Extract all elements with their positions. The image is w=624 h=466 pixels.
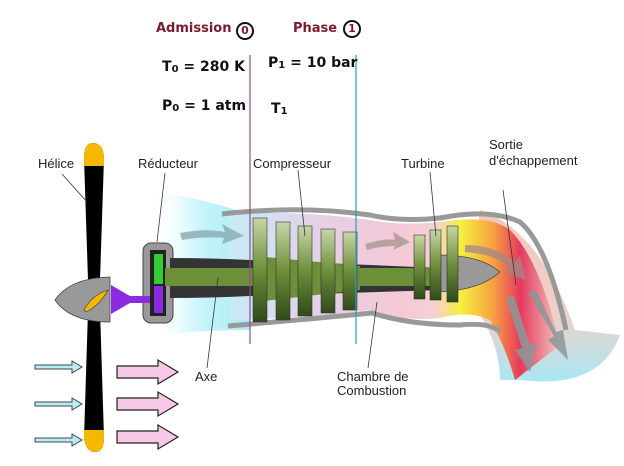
label-compresseur: Compresseur bbox=[253, 156, 332, 171]
casing-top bbox=[221, 207, 569, 331]
exhaust-flow-arrow-down-2 bbox=[528, 290, 568, 360]
leader-sortie bbox=[502, 189, 517, 286]
label-sortie-line1: Sortie bbox=[489, 137, 523, 152]
propeller-tip-top bbox=[84, 143, 104, 166]
phase0-title: Admission bbox=[156, 21, 232, 36]
label-helice: Hélice bbox=[38, 156, 75, 171]
label-turbine: Turbine bbox=[401, 156, 445, 171]
leader-reducteur bbox=[156, 172, 166, 243]
turbine-blades bbox=[413, 225, 459, 303]
gear-purple bbox=[154, 286, 163, 313]
propeller-blade-top bbox=[84, 143, 104, 280]
leader-turbine bbox=[429, 171, 437, 237]
state1-pressure: P1 = 10 bar bbox=[268, 55, 358, 71]
compressor-blades bbox=[252, 217, 358, 323]
intake-flow-arrow bbox=[180, 224, 244, 244]
propeller-blade-bottom bbox=[84, 310, 104, 452]
label-reducteur: Réducteur bbox=[138, 156, 198, 171]
label-chambre-line2: Combustion bbox=[337, 383, 407, 398]
leader-axe bbox=[206, 277, 219, 369]
state0-pressure: P0 = 1 atm bbox=[162, 98, 247, 114]
phase1-badge: 1 bbox=[343, 20, 361, 38]
propeller-tip-bottom bbox=[84, 430, 104, 452]
state1-temperature: T1 bbox=[271, 101, 288, 117]
state0-temperature: T0 = 280 K bbox=[162, 59, 245, 75]
label-sortie-line2: d'échappement bbox=[489, 153, 578, 168]
outgoing-air-arrows bbox=[116, 358, 180, 451]
exhaust-flow-arrow-down-1 bbox=[506, 296, 537, 372]
incoming-air-arrows bbox=[34, 360, 83, 447]
label-axe: Axe bbox=[195, 369, 218, 384]
propeller-hub-link bbox=[111, 285, 150, 314]
label-chambre-line1: Chambre de bbox=[337, 369, 409, 384]
spinner-blade-root bbox=[83, 289, 109, 313]
phase0-badge: 0 bbox=[236, 22, 254, 40]
leader-chambre bbox=[367, 301, 378, 369]
propeller-spinner bbox=[54, 276, 111, 323]
phase1-title: Phase bbox=[293, 21, 338, 36]
gear-green bbox=[154, 254, 163, 284]
combustion-flow-arrow bbox=[365, 232, 410, 250]
leader-helice bbox=[61, 173, 88, 203]
casing-bottom bbox=[227, 310, 502, 334]
leader-compresseur bbox=[297, 169, 306, 237]
exhaust-flow-arrow-curved bbox=[465, 245, 526, 280]
